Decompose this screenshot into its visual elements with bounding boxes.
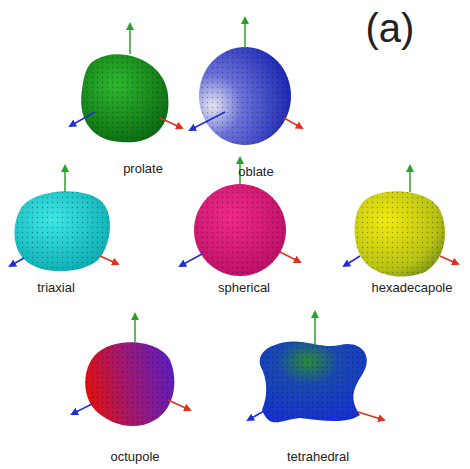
- spherical-shape: [180, 158, 300, 276]
- oblate-shape: [190, 18, 302, 145]
- triaxial-shape: [10, 166, 118, 271]
- shape-label: tetrahedral: [287, 450, 349, 464]
- octupole-shape: [72, 314, 190, 426]
- shape-label: prolate: [123, 162, 163, 176]
- tetrahedral-shape: [248, 312, 384, 422]
- shape-label: hexadecapole: [372, 281, 453, 295]
- shape-label: oblate: [238, 165, 273, 179]
- shape-label: spherical: [218, 281, 270, 295]
- shape-label: octupole: [110, 450, 159, 464]
- panel-label: (a): [366, 6, 415, 50]
- prolate-shape: [70, 24, 182, 142]
- shape-label: triaxial: [37, 281, 75, 295]
- hexadecapole-shape: [344, 166, 458, 277]
